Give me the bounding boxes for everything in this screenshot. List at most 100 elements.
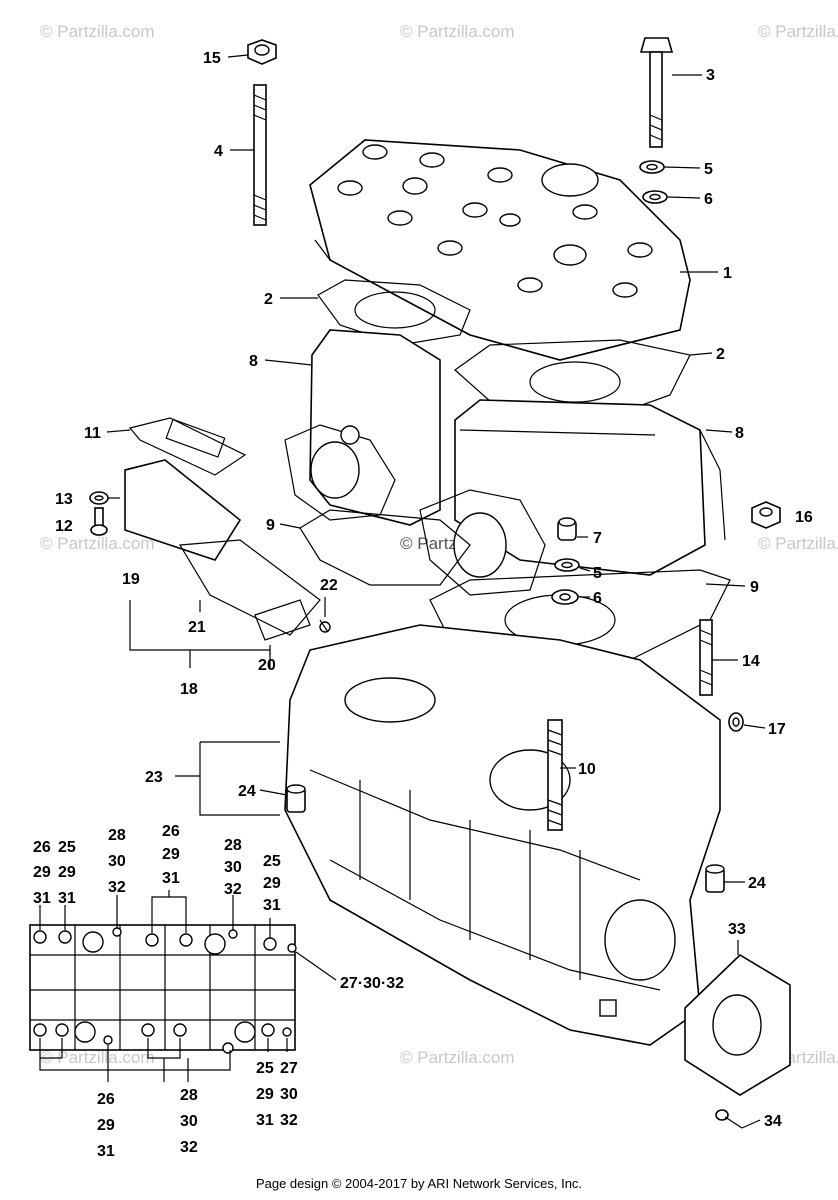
nut-13-part[interactable]: [89, 491, 109, 505]
callout-34[interactable]: 34: [764, 1113, 782, 1130]
callout-5-mid[interactable]: 5: [593, 565, 602, 582]
callout-2-left[interactable]: 2: [264, 291, 273, 308]
head-stud-4-part[interactable]: [253, 84, 267, 226]
callout-stack-25-29-31-top-right[interactable]: 25 29 31: [263, 853, 281, 914]
svg-text:25: 25: [58, 839, 76, 856]
watermark-mid-right: © Partzilla.com: [758, 534, 838, 553]
callout-2-right[interactable]: 2: [716, 346, 725, 363]
svg-text:31: 31: [97, 1143, 115, 1160]
callout-stack-27-30-32-bottom[interactable]: 27 30 32: [280, 1060, 298, 1129]
callout-3[interactable]: 3: [706, 67, 715, 84]
watermark-bottom-left: © Partzilla.com: [40, 1048, 155, 1067]
callout-20[interactable]: 20: [258, 657, 276, 674]
svg-text:26: 26: [97, 1091, 115, 1108]
base-gasket-left-part[interactable]: [299, 509, 471, 586]
callout-19[interactable]: 19: [122, 571, 140, 588]
callout-9-right[interactable]: 9: [750, 579, 759, 596]
svg-text:32: 32: [108, 879, 126, 896]
dowel-24-right-part[interactable]: [705, 864, 725, 893]
leader-lines: [39, 54, 766, 1129]
cover-plate-33-part[interactable]: [684, 953, 791, 1096]
callout-27-30-32[interactable]: 27·30·32: [340, 975, 404, 992]
svg-text:31: 31: [162, 870, 180, 887]
exploded-parts-diagram: 15 4 3 5 6 1 2 2 8 8 11 13 12 9 7 16 5 6…: [29, 37, 813, 1160]
page-footer: Page design © 2004-2017 by ARI Network S…: [255, 1176, 583, 1191]
callout-6-mid[interactable]: 6: [593, 590, 602, 607]
reed-gasket-part[interactable]: [128, 417, 247, 476]
washer-5-top-part[interactable]: [639, 160, 665, 174]
dowel-24-left-part[interactable]: [286, 784, 306, 813]
washer-6-top-part[interactable]: [642, 190, 668, 204]
nut-7-part[interactable]: [557, 517, 577, 541]
callout-9-left[interactable]: 9: [266, 517, 275, 534]
callout-14[interactable]: 14: [742, 653, 760, 670]
svg-text:30: 30: [224, 859, 242, 876]
callout-10[interactable]: 10: [578, 761, 596, 778]
callout-8-left[interactable]: 8: [249, 353, 258, 370]
cylinder-head-part[interactable]: [309, 139, 691, 361]
svg-text:28: 28: [180, 1087, 198, 1104]
callout-12[interactable]: 12: [55, 518, 73, 535]
cap-nut-16-part[interactable]: [751, 501, 781, 529]
watermark-bottom-center: © Partzilla.com: [400, 1048, 515, 1067]
callout-1[interactable]: 1: [723, 265, 732, 282]
svg-text:30: 30: [280, 1086, 298, 1103]
callout-5-top[interactable]: 5: [704, 161, 713, 178]
watermark-mid-left: © Partzilla.com: [40, 534, 155, 553]
callout-7[interactable]: 7: [593, 530, 602, 547]
svg-text:25: 25: [263, 853, 281, 870]
reed-valve-part[interactable]: [124, 459, 321, 641]
head-bolt-3-part[interactable]: [639, 37, 674, 148]
callout-22[interactable]: 22: [320, 577, 338, 594]
svg-text:28: 28: [108, 827, 126, 844]
callout-stack-25-29-31-top-left[interactable]: 25 29 31: [58, 839, 76, 907]
head-gasket-left-part[interactable]: [317, 279, 471, 346]
callout-stack-25-29-31-bottom[interactable]: 25 29 31: [256, 1060, 274, 1129]
callout-stack-26-29-31-bottom[interactable]: 26 29 31: [97, 1091, 115, 1160]
callout-33[interactable]: 33: [728, 921, 746, 938]
callout-stack-26-29-31-top-left[interactable]: 26 29 31: [33, 839, 51, 907]
svg-text:29: 29: [256, 1086, 274, 1103]
svg-text:25: 25: [256, 1060, 274, 1077]
callout-4[interactable]: 4: [214, 143, 223, 160]
callout-stack-28-30-32-bottom[interactable]: 28 30 32: [180, 1087, 198, 1156]
callout-18[interactable]: 18: [180, 681, 198, 698]
svg-text:31: 31: [263, 897, 281, 914]
callout-13[interactable]: 13: [55, 491, 73, 508]
callout-16[interactable]: 16: [795, 509, 813, 526]
callout-24-right[interactable]: 24: [748, 875, 766, 892]
washer-17-part[interactable]: [728, 712, 744, 732]
svg-text:29: 29: [97, 1117, 115, 1134]
svg-text:26: 26: [162, 823, 180, 840]
svg-text:32: 32: [180, 1139, 198, 1156]
callout-8-right[interactable]: 8: [735, 425, 744, 442]
callout-stack-28-30-32-top-right[interactable]: 28 30 32: [224, 837, 242, 898]
svg-text:26: 26: [33, 839, 51, 856]
washer-5-mid-part[interactable]: [554, 558, 580, 572]
callout-24-left[interactable]: 24: [238, 783, 256, 800]
screw-34-part[interactable]: [715, 1109, 743, 1129]
callout-15[interactable]: 15: [203, 50, 221, 67]
svg-text:29: 29: [162, 846, 180, 863]
cylinder-left-part[interactable]: [284, 329, 441, 526]
svg-text:27: 27: [280, 1060, 298, 1077]
crankcase-part[interactable]: [284, 624, 721, 1046]
callout-17[interactable]: 17: [768, 721, 786, 738]
callout-21[interactable]: 21: [188, 619, 206, 636]
stud-14-part[interactable]: [699, 619, 713, 696]
washer-6-mid-part[interactable]: [551, 589, 579, 605]
callout-stack-28-30-32-top-left[interactable]: 28 30 32: [108, 827, 126, 896]
callout-11[interactable]: 11: [84, 425, 101, 442]
crankcase-stud-part[interactable]: [547, 719, 563, 831]
lower-crankcase-part[interactable]: [29, 924, 297, 1054]
screw-12-part[interactable]: [90, 507, 108, 536]
svg-text:31: 31: [256, 1112, 274, 1129]
svg-text:29: 29: [263, 875, 281, 892]
callout-stack-26-29-31-top-center[interactable]: 26 29 31: [162, 823, 180, 887]
svg-text:30: 30: [108, 853, 126, 870]
callout-6-top[interactable]: 6: [704, 191, 713, 208]
callout-23[interactable]: 23: [145, 769, 163, 786]
reed-screw-part[interactable]: [319, 619, 331, 633]
cylinder-right-part[interactable]: [419, 399, 726, 596]
cap-nut-15-part[interactable]: [247, 39, 277, 65]
